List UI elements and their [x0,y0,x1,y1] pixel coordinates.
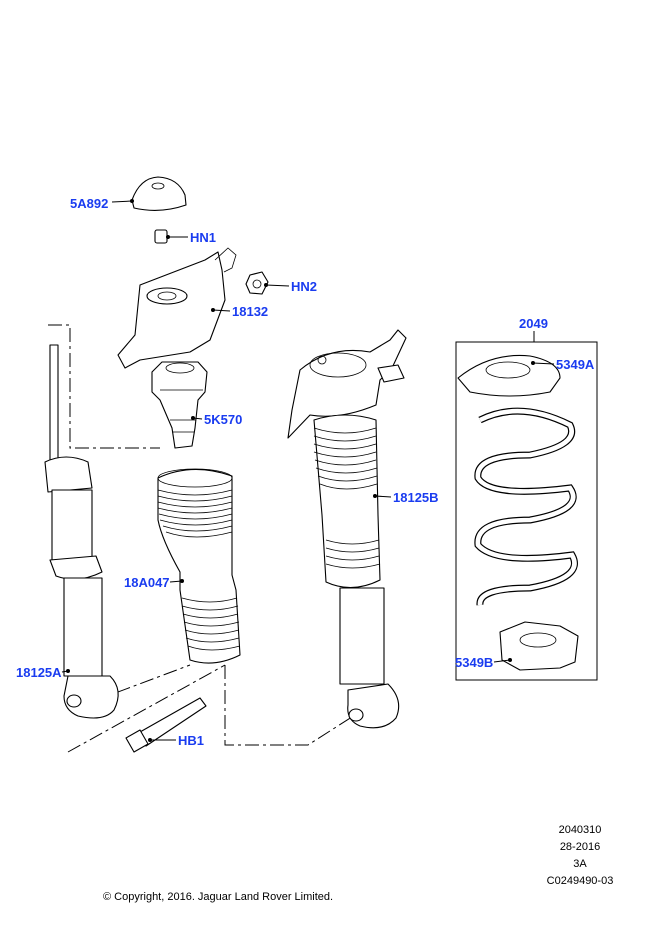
kit-2049-box [455,341,598,681]
part-18125A-damper [44,344,119,719]
callout-HB1[interactable]: HB1 [178,733,204,748]
part-2049-spring [474,407,578,606]
part-5K570-bumpstop [151,361,208,449]
callout-HN2[interactable]: HN2 [291,279,317,294]
phantom-lines [48,324,356,753]
group-code: 28-2016 [559,841,601,853]
part-5349A-upper-seat [457,354,561,397]
callout-18A047[interactable]: 18A047 [124,575,170,590]
part-18132-bracket [117,247,237,369]
part-HB1-bolt [125,697,207,753]
part-HN2-nut [245,271,269,295]
leaders [61,199,555,742]
callout-5K570[interactable]: 5K570 [204,412,242,427]
callout-18125A[interactable]: 18125A [16,665,62,680]
callout-2049[interactable]: 2049 [519,316,548,331]
part-18A047-air-sleeve [157,468,241,664]
callout-HN1[interactable]: HN1 [190,230,216,245]
sheet-code: 3A [573,858,587,870]
callout-5A892[interactable]: 5A892 [70,196,108,211]
illustration-number: 2040310 [558,824,602,836]
part-5A892-cap [131,176,187,211]
callout-18125B[interactable]: 18125B [393,490,439,505]
part-HN1-nut [154,229,168,244]
callout-5349B[interactable]: 5349B [455,655,493,670]
callout-18132[interactable]: 18132 [232,304,268,319]
copyright: © Copyright, 2016. Jaguar Land Rover Lim… [103,891,334,903]
part-18125B-air-strut [287,329,407,729]
catalog-code: C0249490-03 [546,875,614,887]
part-5349B-lower-seat [499,621,579,671]
part-2049-spring-inner [475,408,577,606]
callout-5349A[interactable]: 5349A [556,357,595,372]
